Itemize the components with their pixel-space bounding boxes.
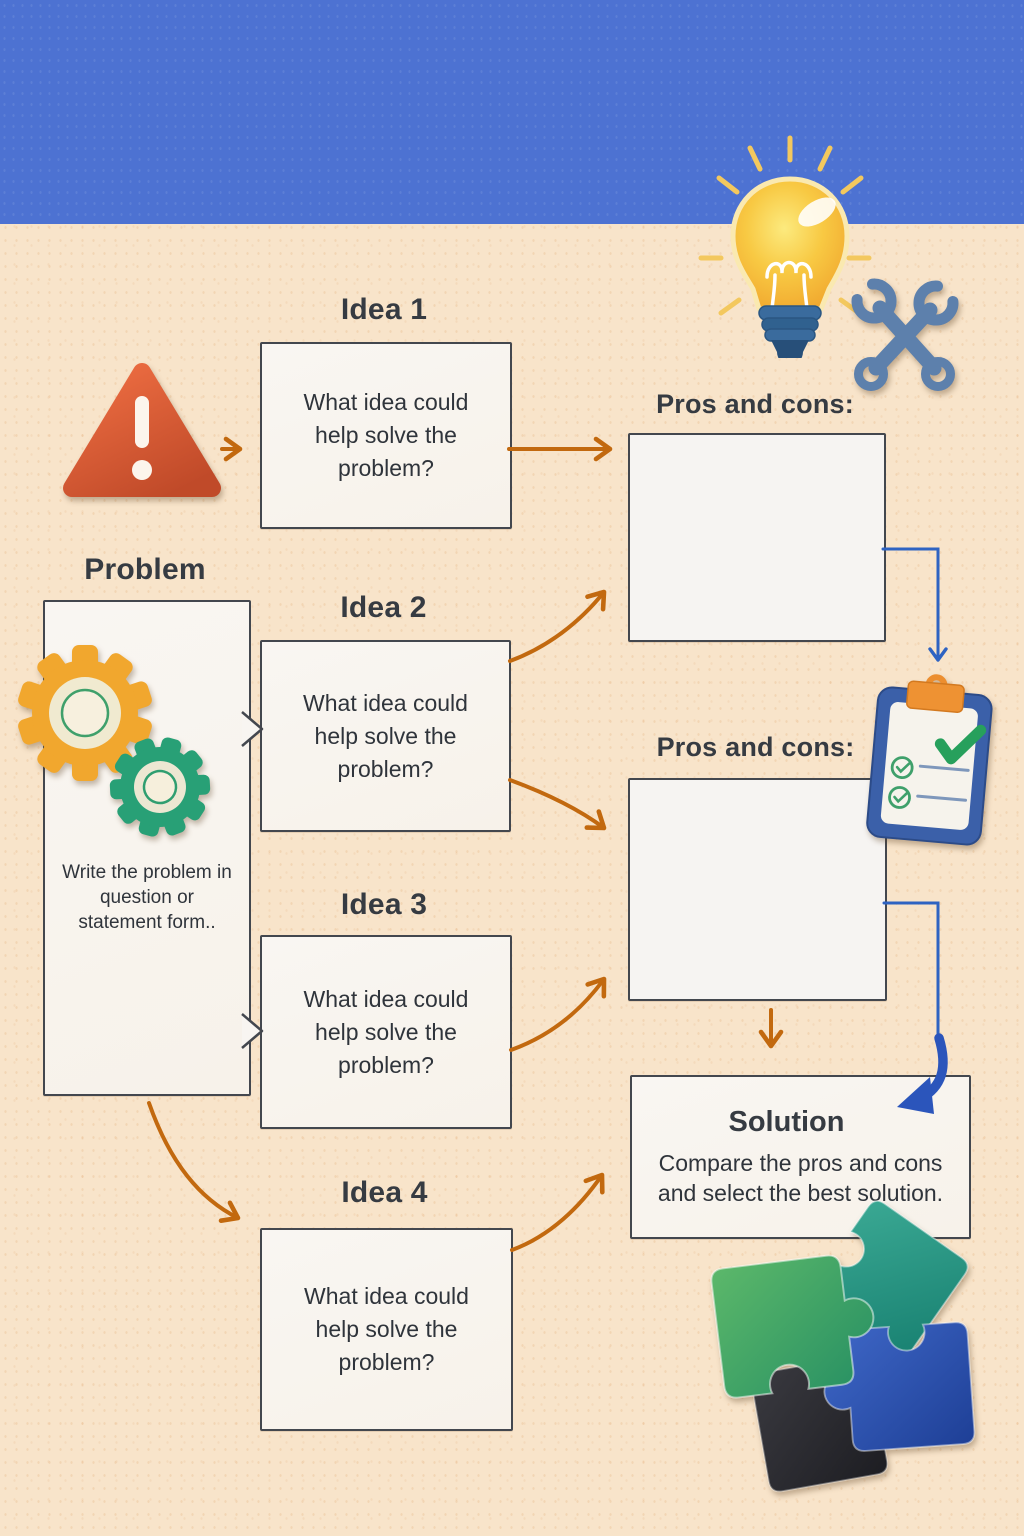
problem-input-box[interactable]: Write the problem in question or stateme…	[43, 600, 251, 1096]
idea-1-prompt: What idea could help solve the problem?	[303, 389, 469, 481]
idea-2-prompt: What idea could help solve the problem?	[303, 689, 468, 782]
check-row-2	[888, 786, 968, 809]
header-band	[0, 0, 1024, 224]
crossed-wrenches-icon	[851, 278, 959, 391]
pros-cons-1-input-box[interactable]	[628, 433, 886, 642]
bulb-base	[758, 305, 822, 358]
idea-2-title: Idea 2	[340, 591, 427, 624]
solution-description: Compare the pros and cons and select the…	[657, 1150, 944, 1206]
blue-flow-arrows	[881, 547, 948, 1040]
idea-4-input-box[interactable]: What idea could help solve the problem?	[260, 1228, 513, 1431]
idea-4-title: Idea 4	[341, 1176, 428, 1209]
puzzle-green	[710, 1254, 875, 1399]
problem-title: Problem	[84, 553, 206, 586]
pros-cons-2-title: Pros and cons:	[656, 732, 855, 762]
solution-title: Solution	[728, 1106, 845, 1138]
idea-2-input-box[interactable]: What idea could help solve the problem?	[260, 640, 511, 832]
idea-1-input-box[interactable]: What idea could help solve the problem?	[260, 342, 512, 529]
idea-3-input-box[interactable]: What idea could help solve the problem?	[260, 935, 512, 1129]
puzzle-pieces-icon	[710, 1200, 976, 1493]
idea-3-prompt: What idea could help solve the problem?	[303, 985, 469, 1078]
warning-triangle-icon	[63, 363, 221, 497]
idea-1-title: Idea 1	[340, 293, 428, 326]
idea-4-prompt: What idea could help solve the problem?	[304, 1283, 469, 1375]
solution-box: Solution Compare the pros and cons and s…	[630, 1075, 971, 1239]
puzzle-blue	[823, 1321, 976, 1452]
idea-3-title: Idea 3	[340, 888, 428, 921]
puzzle-black	[750, 1355, 889, 1493]
problem-hint: Write the problem in question or stateme…	[62, 862, 232, 933]
big-check	[934, 724, 987, 765]
check-row-1	[890, 756, 970, 780]
filament	[765, 260, 813, 311]
pros-cons-2-input-box[interactable]	[628, 778, 887, 1001]
pros-cons-1-title: Pros and cons:	[656, 389, 854, 419]
